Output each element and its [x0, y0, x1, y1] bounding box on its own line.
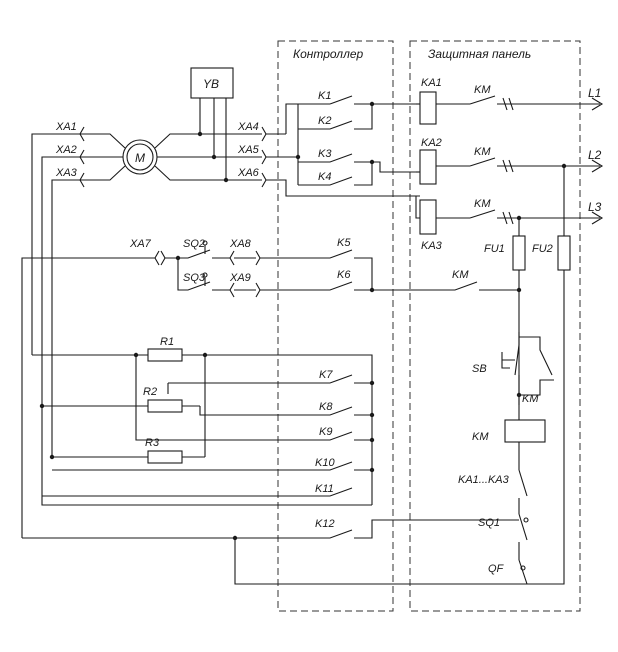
- k5-label: K5: [337, 237, 351, 249]
- control-chain: [234, 332, 554, 585]
- k3-label: K3: [318, 148, 332, 160]
- l1-label: L1: [588, 86, 601, 100]
- k12-circuit: [22, 519, 519, 541]
- k9-label: K9: [319, 426, 332, 438]
- l2-label: L2: [588, 148, 602, 162]
- qf-label: QF: [488, 563, 505, 575]
- l3-label: L3: [588, 200, 602, 214]
- overcurrent-relays: [415, 91, 470, 235]
- xa3-label: XA3: [55, 167, 78, 179]
- r2-label: R2: [143, 386, 157, 398]
- k11-label: K11: [315, 483, 334, 495]
- ka3-label: KA3: [421, 240, 443, 252]
- xa5-label: XA5: [237, 144, 260, 156]
- terminals-xa4-xa6: XA4 XA5 XA6: [234, 121, 267, 188]
- sq1-label: SQ1: [478, 517, 500, 529]
- xa9-label: XA9: [229, 272, 251, 284]
- ka2-label: KA2: [421, 137, 442, 149]
- xa8-label: XA8: [229, 238, 252, 250]
- controller-power-wiring: [266, 95, 420, 197]
- r1-label: R1: [160, 336, 174, 348]
- km-k6-label: KM: [452, 269, 469, 281]
- sq3-label: SQ3: [183, 272, 206, 284]
- k6-label: K6: [337, 269, 351, 281]
- k8-label: K8: [319, 401, 333, 413]
- fu2-label: FU2: [532, 243, 553, 255]
- k7-label: K7: [319, 369, 333, 381]
- km-l1-label: KM: [474, 84, 491, 96]
- r3-label: R3: [145, 437, 160, 449]
- motor-rotor-wiring: [31, 133, 372, 506]
- yb-label: YB: [203, 77, 219, 91]
- protective-panel-enclosure: [409, 40, 581, 612]
- k2-label: K2: [318, 115, 331, 127]
- xa4-label: XA4: [237, 121, 259, 133]
- k4-label: K4: [318, 171, 331, 183]
- rotor-resistors: [32, 348, 375, 505]
- line-arrows: [591, 97, 604, 225]
- controller-enclosure: [277, 40, 394, 612]
- motor-label: M: [135, 151, 145, 165]
- xa6-label: XA6: [237, 167, 260, 179]
- k12-label: K12: [315, 518, 335, 530]
- sq2-label: SQ2: [183, 238, 205, 250]
- km-l3-label: KM: [474, 198, 491, 210]
- controller-header: Контроллер: [293, 47, 364, 61]
- k10-label: K10: [315, 457, 335, 469]
- km-l2-label: KM: [474, 146, 491, 158]
- motor: M: [122, 139, 158, 175]
- motor-stator-wiring: [154, 98, 234, 183]
- protective-panel-header: Защитная панель: [428, 47, 531, 61]
- ka1-ka3-label: KA1...KA3: [458, 474, 510, 486]
- xa1-label: XA1: [55, 121, 77, 133]
- sb-label: SB: [472, 363, 487, 375]
- brake-yb: YB: [190, 67, 234, 99]
- km-sb-label: KM: [522, 393, 539, 405]
- ka1-label: KA1: [421, 77, 442, 89]
- xa7-label: XA7: [129, 238, 152, 250]
- k1-label: K1: [318, 90, 331, 102]
- xa2-label: XA2: [55, 144, 77, 156]
- fu1-label: FU1: [484, 243, 505, 255]
- control-limit-circuit: [21, 240, 522, 538]
- km-coil-label: KM: [472, 431, 489, 443]
- line-contactor-km: [469, 95, 600, 225]
- terminals-xa1-xa3: XA1 XA2 XA3: [55, 121, 85, 188]
